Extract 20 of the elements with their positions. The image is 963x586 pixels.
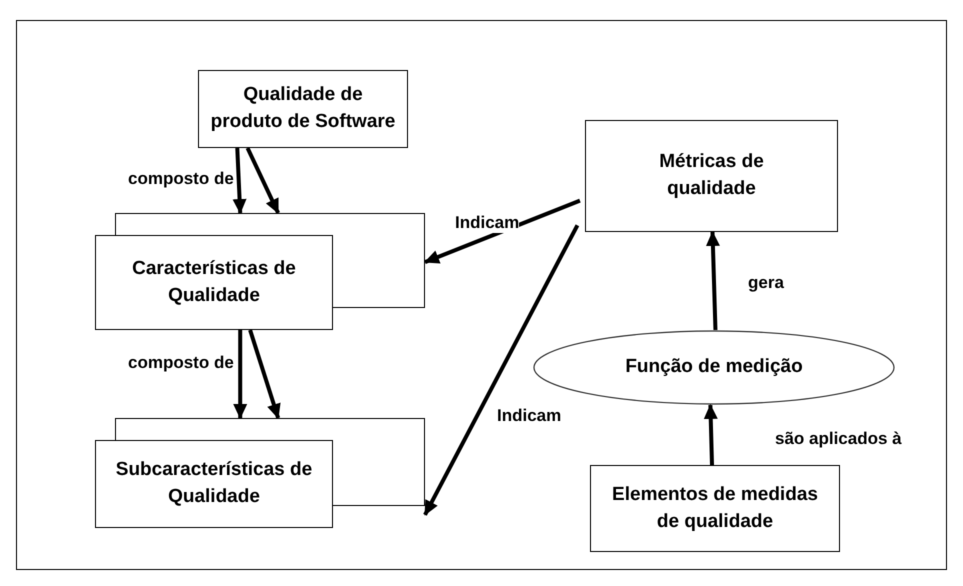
stacked-box [95, 213, 425, 330]
process-box [590, 465, 840, 552]
arrow [233, 330, 248, 419]
box-label: Métricas de qualidade [658, 150, 765, 201]
arrow [246, 147, 280, 214]
process-box [585, 120, 838, 232]
arrow [424, 198, 581, 264]
arrow [706, 231, 720, 330]
box-label: Elementos de medidas de qualidade [611, 482, 819, 534]
box-label: Características de Qualidade [131, 256, 297, 308]
box-label: Qualidade de produto de Software [210, 83, 396, 134]
arrow [248, 329, 281, 419]
arrow [423, 224, 580, 516]
stacked-box [95, 418, 425, 528]
box-label: Subcaracterísticas de Qualidade [114, 458, 314, 509]
arrow [704, 404, 718, 466]
arrow [232, 148, 247, 214]
process-box [198, 70, 408, 148]
box-label: Função de medição [625, 355, 803, 380]
process-ellipse [533, 330, 895, 405]
